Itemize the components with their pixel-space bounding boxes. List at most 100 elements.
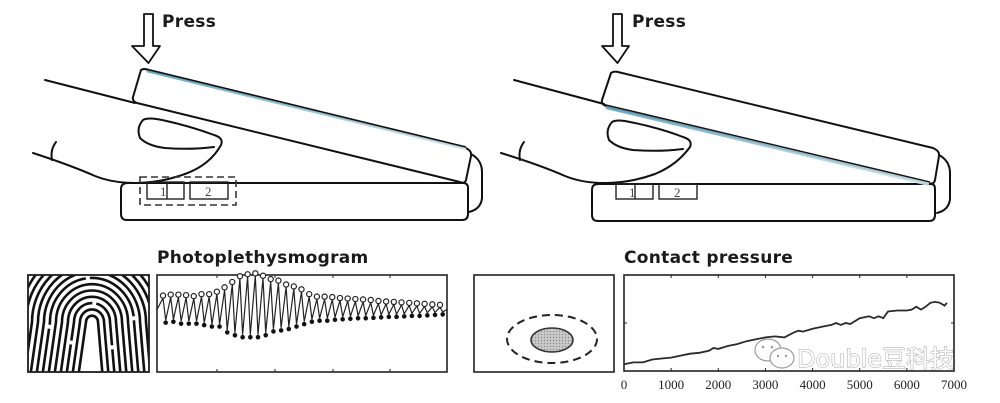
sensor-box-2 [658,183,698,200]
ppg-trough-marker [440,312,445,317]
x-tick-label: 6000 [894,377,920,392]
fingerprint-ridge [77,314,104,372]
ppg-peak-marker [352,295,359,303]
ppg-peak-marker [290,283,298,290]
ppg-trough-marker [271,329,276,334]
ppg-trough-marker [301,321,307,327]
lid-highlight-edge [605,105,930,186]
sensor-group-outline [139,176,237,206]
press-arrow-icon [601,13,630,64]
x-tick-label: 5000 [847,377,873,392]
press-label: Press [632,12,686,32]
ppg-trough-marker [394,314,399,320]
ppg-peak-marker [421,300,428,308]
ppg-peak-marker [367,296,374,304]
ppg-peak-marker [190,292,197,300]
ppg-peak-marker [213,288,221,295]
device-diagram-left: Press 1 2 [32,12,483,221]
x-tick-label: 0 [621,377,628,392]
sensor-label-1: 1 [629,185,636,200]
ppg-peak-marker [413,300,421,307]
ppg-trough-marker [363,316,369,321]
device-base [591,183,936,222]
ppg-trough-marker [324,318,330,324]
fingerprint-ridge [53,289,128,372]
ppg-trough-marker [232,332,238,338]
fingerprint-image [27,274,150,373]
x-tick-label: 1000 [658,377,684,392]
ppg-peak-marker [229,278,236,286]
x-tick-label: 7000 [941,377,967,392]
ppg-trough-marker [201,322,207,328]
ppg-trough-marker [224,330,230,335]
ppg-trough-marker [263,332,269,338]
contact-pressure-title: Contact pressure [624,248,793,268]
ppg-peak-marker [205,290,213,298]
fingerprint-ridge [65,301,116,372]
ppg-trough-marker [286,326,292,332]
ppg-peak-marker [221,284,228,291]
ppg-trough-marker [240,334,245,340]
x-tick-label: 3000 [752,377,778,392]
ppg-peak-marker [267,275,274,283]
sensor-box-1 [146,181,185,200]
ppg-trough-marker [309,319,315,325]
press-arrow-icon [131,13,161,64]
ppg-peak-marker [375,297,382,305]
ppg-peak-marker [398,299,405,306]
ppg-trough-marker [178,321,184,326]
ppg-peak-marker [406,299,413,307]
ppg-trough-marker [217,324,222,329]
ppg-peak-marker [244,271,251,278]
device-hinge [936,154,951,214]
ppg-trough-marker [340,316,345,322]
ppg-trough-marker [255,334,261,340]
ppg-peak-marker [305,290,313,298]
fingerprint-ridge [59,295,122,372]
ppg-trough-marker [355,316,361,321]
ppg-trough-marker [209,324,215,329]
watermark-text: Double豆科技 [797,345,954,373]
ppg-trough-marker [409,313,415,319]
ppg-trough-marker [386,314,392,320]
ppg-trough-marker [186,321,192,326]
contact-pressure-series-line [623,300,948,366]
lid-highlight-edge [146,68,467,151]
press-label: Press [162,12,216,32]
ppg-peak-marker [182,291,190,299]
contact-area-inner-ellipse [530,327,574,353]
contact-area-outer-ellipse [506,314,598,364]
fingerprint-ridge [35,275,146,372]
ppg-chart [156,270,448,373]
finger-illustration [500,79,692,184]
device-hinge [468,153,483,213]
ppg-trough-marker [171,319,176,325]
ppg-trough-marker [348,316,353,322]
ppg-title: Photoplethysmogram [157,248,369,268]
ppg-trough-marker [332,317,338,323]
ppg-peak-marker [167,291,174,298]
x-tick-label: 4000 [800,377,826,392]
fingerprint-ridge [28,275,149,360]
fingerprint-ridge [29,275,149,372]
ppg-peak-marker [259,272,267,279]
ppg-peak-marker [336,294,344,302]
ppg-peak-marker [298,286,305,293]
ppg-trough-marker [163,320,168,325]
ppg-peak-marker [344,295,351,302]
x-tick-label: 2000 [705,377,731,392]
sensor-label-1: 1 [160,184,167,199]
ppg-trough-marker [432,312,438,318]
ppg-peak-marker [159,292,167,299]
ppg-trough-marker [278,328,284,333]
contact-pressure-chart: 0 1000 2000 3000 4000 5000 6000 7000 [621,274,967,392]
ppg-peak-marker [429,301,436,308]
watermark: Double豆科技 [754,338,955,374]
ppg-trough-marker [317,318,322,324]
ppg-trough-marker [194,321,199,326]
ppg-trough-marker [294,324,299,329]
fingerprint-ridge [28,275,149,313]
device-base [120,182,469,221]
fingerprint-ridge [41,276,140,372]
